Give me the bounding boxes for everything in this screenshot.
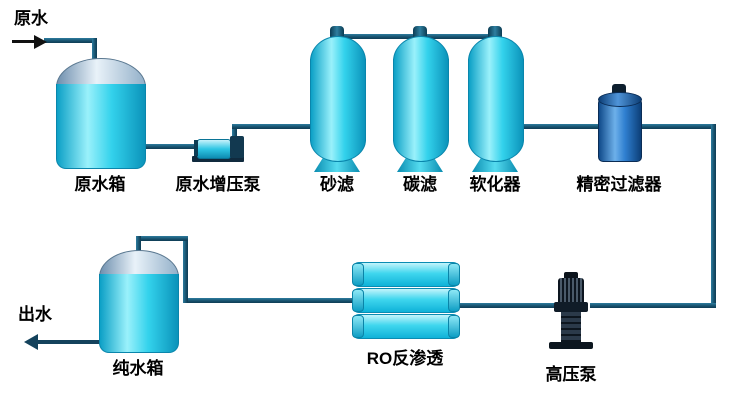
hp-pump-motor [558,278,584,304]
pipe-carbon-to-softener [420,34,496,39]
pure-water-tank-dome [99,250,179,277]
softener-dome-top [468,36,524,61]
booster-pump-motor-ring [194,140,198,156]
water-out-arrow-line [38,340,101,344]
ro-tube-2 [352,288,460,313]
label-precision-filter: 精密过滤器 [576,175,662,194]
pipe-sand-to-carbon [337,34,421,39]
booster-pump-head [230,136,244,158]
label-softener: 软化器 [469,175,521,194]
ro-tube-1-left-cap [352,263,364,286]
ro-tube-1-right-cap [448,263,460,286]
softener-cap [488,26,502,38]
hp-pump-base [549,342,593,349]
pipe-left-up-riser [183,236,188,303]
ro-tube-3-right-cap [448,315,460,338]
sand-filter-body [310,59,366,141]
ro-tube-2-left-cap [352,289,364,312]
label-carbon-filter: 碳滤 [403,175,437,194]
pipe-right-down-riser [711,124,716,308]
softener-body [468,59,524,141]
hp-pump-stack [561,312,581,342]
carbon-filter-body [393,59,449,141]
label-raw-water: 原水 [14,9,48,28]
hp-pump-top-cap [564,272,578,279]
pipe-inlet-down-to-tank [92,38,97,72]
pipe-tank-to-booster-pump [142,144,198,149]
arrow-left-icon [24,334,38,350]
booster-pump-base [192,156,244,162]
pure-water-tank-body [99,274,179,353]
ro-tube-2-right-cap [448,289,460,312]
precision-filter-top [598,92,642,107]
label-high-pressure-pump: 高压泵 [545,365,597,384]
pipe-inlet-horizontal [44,38,97,43]
label-booster-pump: 原水增压泵 [175,175,261,194]
arrow-right-icon [34,35,47,49]
pipe-hp-pump-to-ro [452,303,558,308]
pipe-booster-pump-riser [232,124,237,140]
pipe-to-pure-tank-top [136,236,188,241]
softener-dome-bottom [468,140,524,162]
carbon-filter-dome-bottom [393,140,449,162]
pipe-ro-to-left [183,298,355,303]
raw-water-arrow-line [12,40,36,43]
pipe-riser-to-hp-pump [590,303,716,308]
hp-pump-junction [554,302,588,312]
sand-filter-dome-top [310,36,366,61]
precision-filter-body [598,98,642,162]
booster-pump-motor [197,139,231,159]
ro-tube-3-left-cap [352,315,364,338]
label-sand-filter: 砂滤 [320,175,354,194]
sand-filter-cap [330,26,344,38]
pipe-softener-to-precision-filter [520,124,606,129]
raw-water-tank-dome [56,58,146,87]
label-raw-water-tank: 原水箱 [74,175,126,194]
carbon-filter-cap [413,26,427,38]
pipe-filter-to-right-riser [636,124,716,129]
raw-water-tank-body [56,84,146,169]
ro-tube-3 [352,314,460,339]
label-water-out: 出水 [18,305,52,324]
pipe-pump-to-sand-filter [232,124,314,129]
ro-tube-1 [352,262,460,287]
label-pure-water-tank: 纯水箱 [112,359,164,378]
label-ro-unit: RO反渗透 [366,349,444,368]
carbon-filter-dome-top [393,36,449,61]
sand-filter-dome-bottom [310,140,366,162]
